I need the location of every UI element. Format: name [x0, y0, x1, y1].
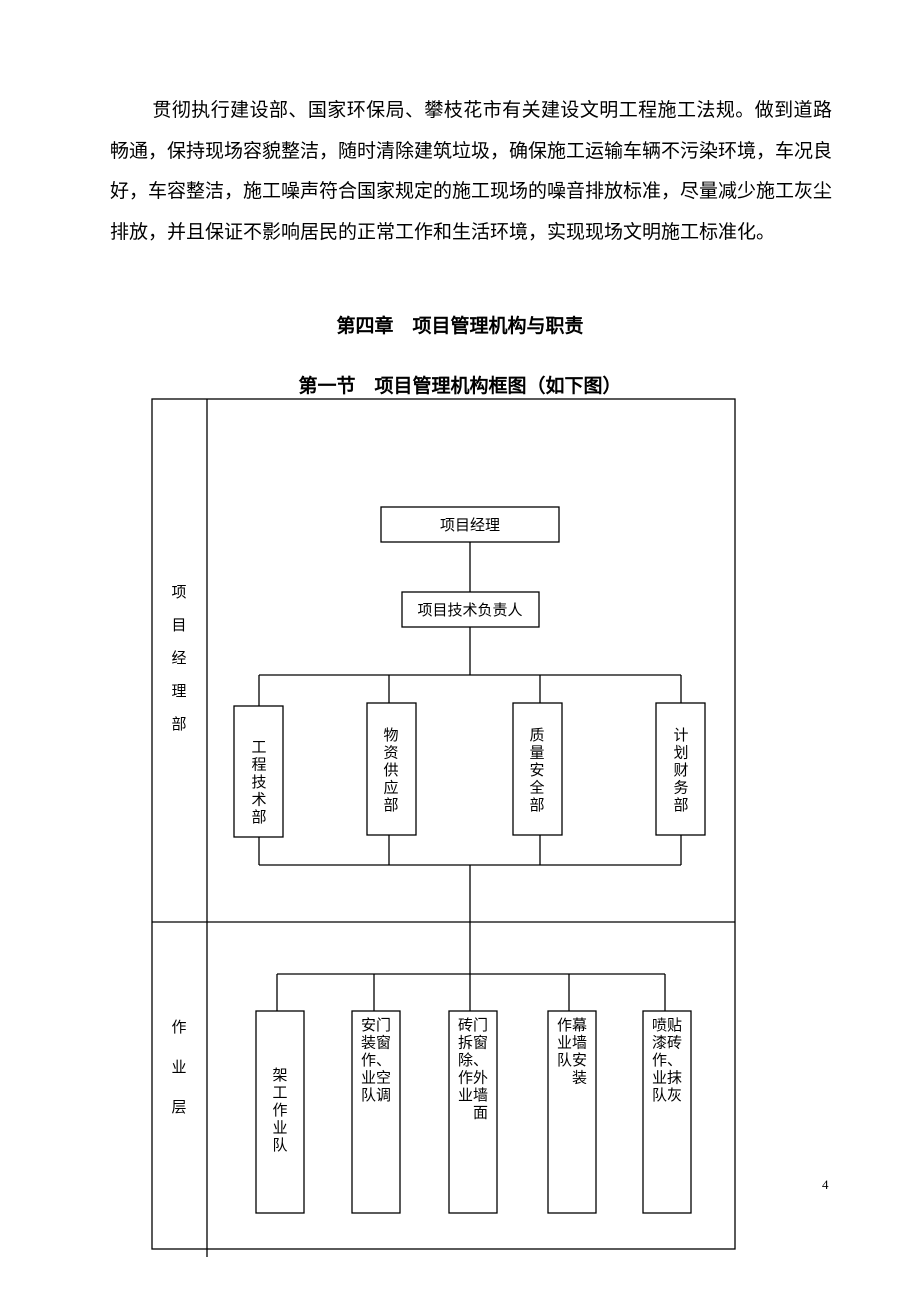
- team-label: 门窗、空调安装作业队: [361, 1016, 391, 1104]
- department-label: 工程技术部: [251, 738, 266, 826]
- manager-label: 项目经理: [440, 516, 500, 534]
- team-box: [642, 1010, 692, 1214]
- management-layer-label: 项目经理部: [171, 583, 186, 733]
- team-label: 架工作业队: [272, 1066, 287, 1154]
- operations-layer-label: 作业层: [171, 1018, 186, 1116]
- team-label: 幕墙安装作业队: [557, 1016, 587, 1087]
- org-chart-frame: [151, 398, 736, 1250]
- section-title: 第一节 项目管理机构框图（如下图）: [298, 375, 622, 397]
- team-box: [351, 1010, 401, 1214]
- chapter-title: 第四章 项目管理机构与职责: [336, 315, 584, 337]
- department-label: 物资供应部: [383, 726, 398, 814]
- department-box: [512, 702, 563, 836]
- department-box: [366, 702, 417, 836]
- page-number: 4: [822, 1177, 829, 1192]
- team-box: [448, 1010, 498, 1214]
- team-box: [547, 1010, 597, 1214]
- department-label: 计划财务部: [673, 726, 688, 814]
- body-paragraph: 贯彻执行建设部、国家环保局、攀枝花市有关建设文明工程施工法规。做到道路畅通，保持…: [110, 90, 832, 252]
- tech-lead-label: 项目技术负责人: [417, 601, 522, 619]
- team-label: 贴砖、抹灰喷漆作业队: [652, 1016, 682, 1104]
- department-label: 质量安全部: [529, 726, 544, 814]
- team-label: 门窗、外墙面砖拆除作业: [458, 1016, 488, 1122]
- body-paragraph-text: 贯彻执行建设部、国家环保局、攀枝花市有关建设文明工程施工法规。做到道路畅通，保持…: [110, 99, 833, 243]
- team-box: [255, 1010, 305, 1214]
